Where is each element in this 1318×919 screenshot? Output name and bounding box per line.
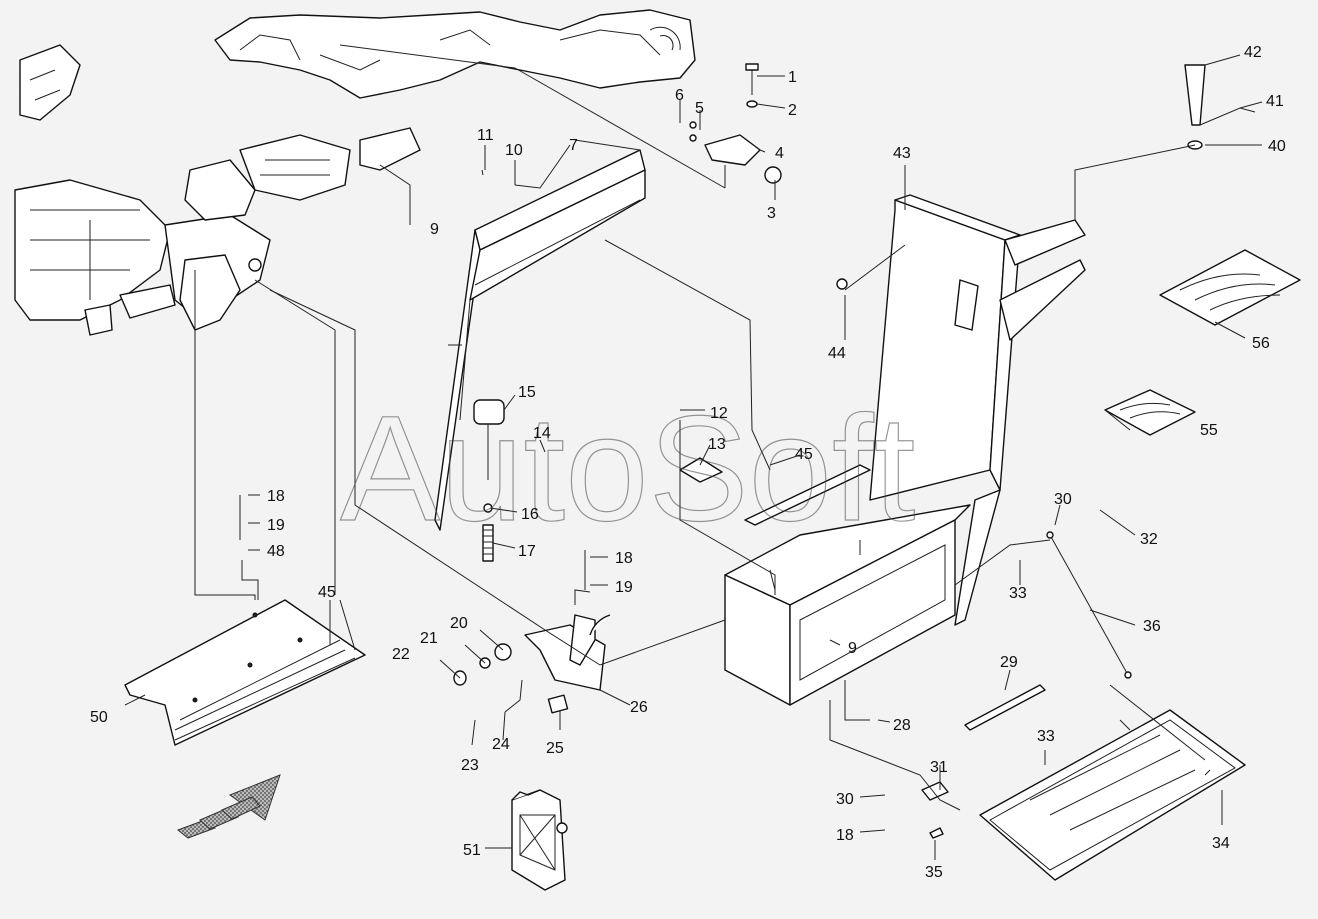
callout-16: 16 xyxy=(521,506,539,523)
callout-18-bottom: 18 xyxy=(836,827,854,844)
callout-3: 3 xyxy=(767,205,776,222)
callout-17: 17 xyxy=(518,543,536,560)
callout-26: 26 xyxy=(630,699,648,716)
direction-arrow xyxy=(176,774,281,839)
pedal-bracket-26 xyxy=(453,614,611,714)
callout-labels: 1 2 3 4 5 6 7 9 9 10 11 12 13 14 15 16 1… xyxy=(90,44,1286,881)
handle-15 xyxy=(473,399,505,562)
callout-44: 44 xyxy=(828,345,846,362)
callout-21: 21 xyxy=(420,630,438,647)
callout-32: 32 xyxy=(1140,531,1158,548)
callout-41: 41 xyxy=(1266,93,1284,110)
callout-9-box: 9 xyxy=(848,640,857,657)
tall-panel-43 xyxy=(869,194,1086,626)
callout-40: 40 xyxy=(1268,138,1286,155)
callout-11: 11 xyxy=(477,127,494,144)
callout-13: 13 xyxy=(708,436,726,453)
callout-4: 4 xyxy=(775,145,784,162)
mats-and-rods xyxy=(964,249,1301,731)
callout-51: 51 xyxy=(463,842,481,859)
callout-56: 56 xyxy=(1252,335,1270,352)
callout-6: 6 xyxy=(675,87,684,104)
callout-55: 55 xyxy=(1200,422,1218,439)
canister-51 xyxy=(511,781,949,891)
callout-33-bottom: 33 xyxy=(1037,728,1055,745)
callout-22: 22 xyxy=(392,646,410,663)
callout-25: 25 xyxy=(546,740,564,757)
side-panel-7 xyxy=(434,149,646,531)
callout-28: 28 xyxy=(893,717,911,734)
callout-19-left: 19 xyxy=(267,517,285,534)
callout-1: 1 xyxy=(788,69,797,86)
callout-18-left: 18 xyxy=(267,488,285,505)
callout-48: 48 xyxy=(267,543,285,560)
callout-14: 14 xyxy=(533,425,551,442)
callout-31: 31 xyxy=(930,759,948,776)
callout-43: 43 xyxy=(893,145,911,162)
leader-lines xyxy=(194,44,1206,811)
callout-50: 50 xyxy=(90,709,108,726)
callout-24: 24 xyxy=(492,736,510,753)
watermark: AutoSoft xyxy=(340,384,915,552)
chassis-frame xyxy=(14,9,696,336)
callout-9-top: 9 xyxy=(430,221,439,238)
callout-2: 2 xyxy=(788,102,797,119)
callout-45-box: 45 xyxy=(795,446,813,463)
callout-23: 23 xyxy=(461,757,479,774)
storage-box xyxy=(724,464,971,706)
callout-19-center: 19 xyxy=(615,579,633,596)
callout-34: 34 xyxy=(1212,835,1230,852)
callout-leaders xyxy=(124,54,1263,860)
callout-15: 15 xyxy=(518,384,536,401)
callout-42: 42 xyxy=(1244,44,1262,61)
callout-12: 12 xyxy=(710,405,728,422)
callout-30-top: 30 xyxy=(1054,491,1072,508)
floor-plate-50 xyxy=(124,599,366,746)
callout-7: 7 xyxy=(569,137,578,154)
callout-30-bottom: 30 xyxy=(836,791,854,808)
callout-20: 20 xyxy=(450,615,468,632)
callout-45-plate: 45 xyxy=(318,584,336,601)
callout-36: 36 xyxy=(1143,618,1161,635)
callout-5: 5 xyxy=(695,100,704,117)
callout-29: 29 xyxy=(1000,654,1018,671)
callout-33-top: 33 xyxy=(1009,585,1027,602)
callout-18-center: 18 xyxy=(615,550,633,567)
callout-10: 10 xyxy=(505,142,523,159)
callout-35: 35 xyxy=(925,864,943,881)
step-34 xyxy=(979,709,1246,881)
